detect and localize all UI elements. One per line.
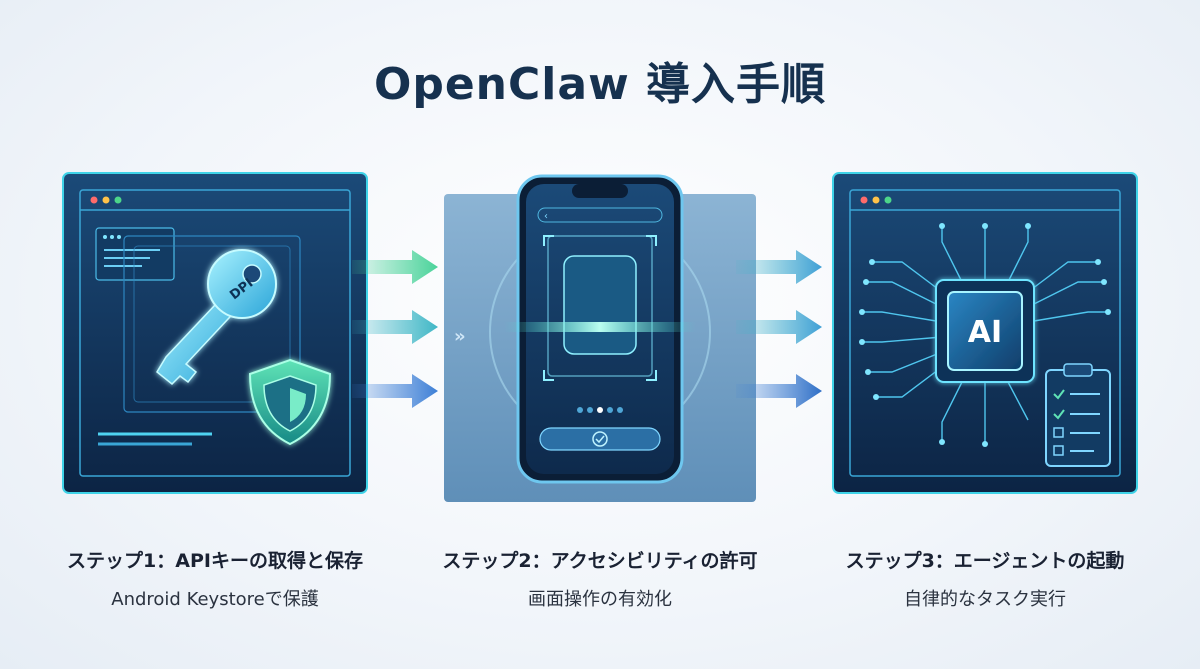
chip-text: AI	[968, 315, 1002, 350]
step3-subtitle: 自律的なタスク実行	[904, 589, 1066, 610]
step1-subtitle: Android Keystoreで保護	[111, 589, 319, 610]
step3-illustration: AI	[832, 172, 1138, 494]
circuit-lines	[862, 226, 1108, 444]
arrows-step1-to-step2	[352, 250, 442, 425]
arrows-step2-to-step3	[736, 250, 826, 425]
smartphone-scan-icon: ‹	[504, 174, 696, 484]
step2-caption: ステップ2：アクセシビリティの許可 画面操作の有効化	[410, 546, 790, 611]
step2-subtitle: 画面操作の有効化	[528, 589, 672, 610]
svg-text:‹: ‹	[544, 211, 548, 222]
step2-heading: ステップ2：アクセシビリティの許可	[442, 550, 758, 572]
key-icon: DPI	[156, 249, 277, 386]
svg-text:»: »	[454, 326, 466, 347]
shield-icon	[248, 358, 332, 446]
step1-heading: ステップ1：APIキーの取得と保存	[67, 550, 363, 572]
checklist-icon	[1045, 363, 1111, 467]
step2-illustration: » ‹	[444, 172, 756, 502]
ai-chip-icon: AI	[935, 279, 1035, 383]
step1-caption: ステップ1：APIキーの取得と保存 Android Keystoreで保護	[25, 546, 405, 611]
step3-heading: ステップ3：エージェントの起動	[845, 550, 1125, 572]
step1-illustration: DPI	[62, 172, 368, 494]
page-title: OpenClaw 導入手順	[373, 59, 827, 110]
step3-caption: ステップ3：エージェントの起動 自律的なタスク実行	[795, 546, 1175, 611]
